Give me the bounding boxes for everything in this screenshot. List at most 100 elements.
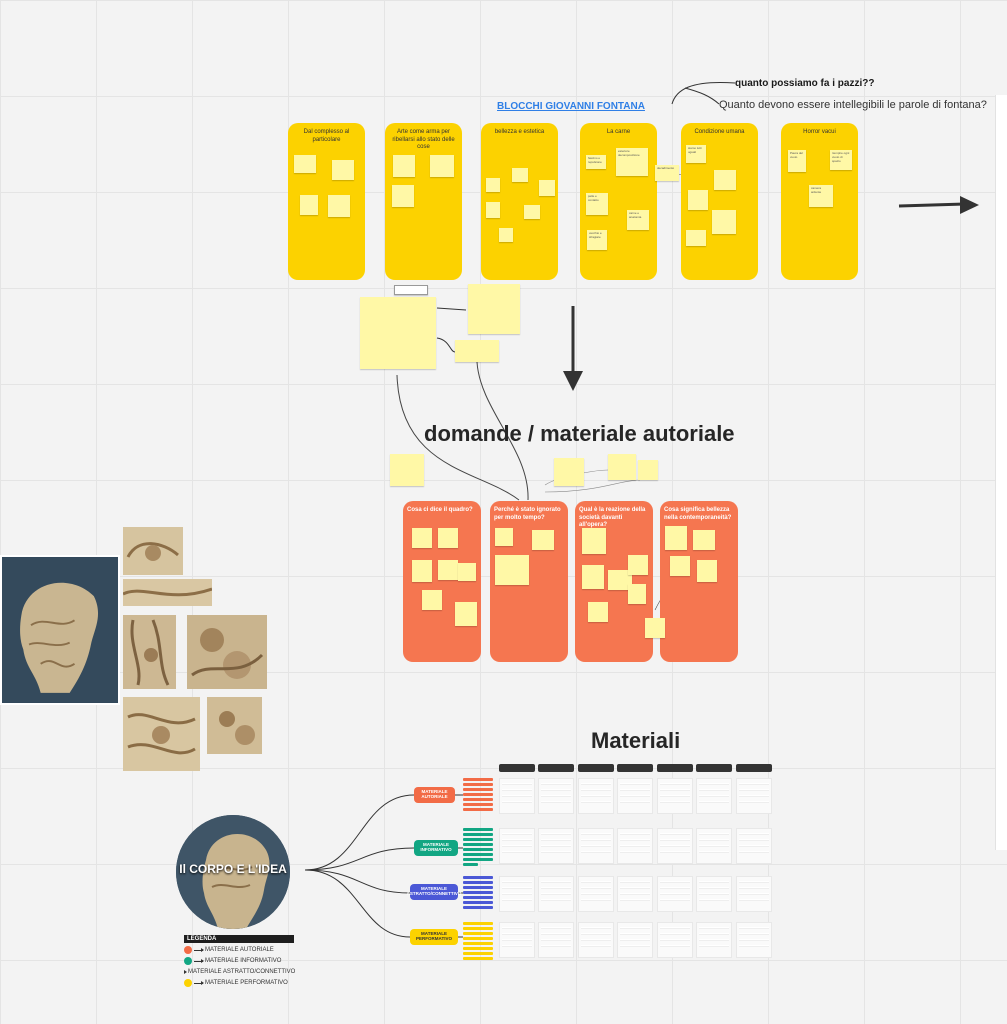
sticky-note[interactable] [670,556,690,576]
text-block-note[interactable] [360,297,436,369]
table-cell[interactable] [657,922,693,958]
sticky-note[interactable] [665,526,687,550]
sticky-note[interactable] [412,560,432,582]
sticky-note[interactable] [645,618,665,638]
table-cell[interactable] [736,778,772,814]
sticky-note[interactable] [294,155,316,173]
sticky-note[interactable] [532,530,554,550]
table-cell[interactable] [499,876,535,912]
artwork-image[interactable] [187,615,267,689]
sticky-note[interactable] [455,602,477,626]
sticky-note[interactable] [328,195,350,217]
table-cell[interactable] [538,922,574,958]
table-cell[interactable] [736,876,772,912]
table-cell[interactable] [578,828,614,864]
sticky-note[interactable]: fascino e repulsione [586,155,606,169]
sticky-note[interactable] [714,170,736,190]
sticky-note[interactable] [697,560,717,582]
table-cell[interactable] [617,778,653,814]
board-title-link[interactable]: BLOCCHI GIOVANNI FONTANA [497,101,645,112]
table-cell[interactable] [499,922,535,958]
table-cell[interactable] [736,828,772,864]
sticky-note[interactable]: pelle e contatto [586,193,608,215]
sticky-note[interactable] [393,155,415,177]
sticky-note[interactable]: carne e anatomia [627,210,649,230]
branch-performativo[interactable]: MATERIALE PERFORMATIVO [410,929,458,945]
table-cell[interactable] [578,876,614,912]
sticky-note[interactable] [539,180,555,196]
sticky-note[interactable] [422,590,442,610]
table-cell[interactable] [696,778,732,814]
sticky-note[interactable] [638,460,658,480]
sticky-note[interactable] [524,205,540,219]
yellow-column-2[interactable]: Arte come arma per ribellarsi allo stato… [385,123,462,280]
branch-astratto[interactable]: MATERIALE ASTRATTO/CONNETTIVO [407,884,461,900]
sticky-note[interactable] [582,528,606,554]
sticky-note[interactable] [512,168,528,182]
table-cell[interactable] [578,922,614,958]
anatomical-head-image[interactable] [0,555,120,705]
table-header-cell[interactable] [499,764,535,772]
sticky-note[interactable]: Paura del vuoto [788,150,806,172]
sticky-note[interactable] [588,602,608,622]
sticky-note[interactable] [390,454,424,486]
sticky-note[interactable]: vecchio e sfragiare [587,230,607,250]
table-cell[interactable] [617,828,653,864]
sticky-note[interactable] [486,178,500,192]
sticky-note[interactable] [693,530,715,550]
section-title-materiali[interactable]: Materiali [591,728,681,753]
section-title-domande[interactable]: domande / materiale autoriale [424,421,735,446]
table-cell[interactable] [657,876,693,912]
table-header-cell[interactable] [657,764,693,772]
table-header-cell[interactable] [538,764,574,772]
table-cell[interactable] [617,876,653,912]
sticky-note[interactable]: camera ardente [809,185,833,207]
label-card[interactable] [394,285,428,295]
table-cell[interactable] [499,828,535,864]
sticky-note[interactable] [430,155,454,177]
sticky-note[interactable] [392,185,414,207]
sticky-note[interactable] [332,160,354,180]
table-cell[interactable] [538,828,574,864]
sticky-note[interactable] [438,560,458,580]
table-cell[interactable] [696,922,732,958]
sticky-note[interactable] [412,528,432,548]
branch-autoriale[interactable]: MATERIALE AUTORIALE [414,787,455,803]
sticky-note[interactable]: decadimento [655,165,679,181]
sticky-note[interactable] [468,284,520,334]
table-cell[interactable] [578,778,614,814]
sticky-note[interactable]: esteriore decomposizione [616,148,648,176]
sticky-note[interactable] [438,528,458,548]
table-cell[interactable] [657,828,693,864]
table-header-cell[interactable] [696,764,732,772]
sticky-note[interactable]: siamo tutti uguali [686,145,706,163]
sticky-note[interactable] [628,584,646,604]
table-header-cell[interactable] [736,764,772,772]
question-note-1[interactable]: quanto possiamo fa i pazzi?? [735,78,875,89]
table-header-cell[interactable] [578,764,614,772]
artwork-image[interactable] [123,615,176,689]
artwork-image[interactable] [123,527,183,575]
artwork-image[interactable] [123,697,200,771]
table-cell[interactable] [499,778,535,814]
sticky-note[interactable] [686,230,706,246]
sticky-note[interactable]: riempire ogni vuoto di spazio [830,150,852,170]
sticky-note[interactable] [455,340,499,362]
table-cell[interactable] [736,922,772,958]
question-note-2[interactable]: Quanto devono essere intellegibili le pa… [719,99,987,111]
table-cell[interactable] [538,876,574,912]
sticky-note[interactable] [608,570,632,590]
sticky-note[interactable] [486,202,500,218]
sticky-note[interactable] [499,228,513,242]
sticky-note[interactable] [554,458,584,486]
artwork-image[interactable] [207,697,262,754]
artwork-image[interactable] [123,579,212,606]
sticky-note[interactable] [458,563,476,581]
concept-circle-image[interactable] [176,815,290,929]
table-header-cell[interactable] [617,764,653,772]
sticky-note[interactable] [495,528,513,546]
sticky-note[interactable] [628,555,648,575]
table-cell[interactable] [538,778,574,814]
sticky-note[interactable] [688,190,708,210]
sticky-note[interactable] [608,454,636,480]
